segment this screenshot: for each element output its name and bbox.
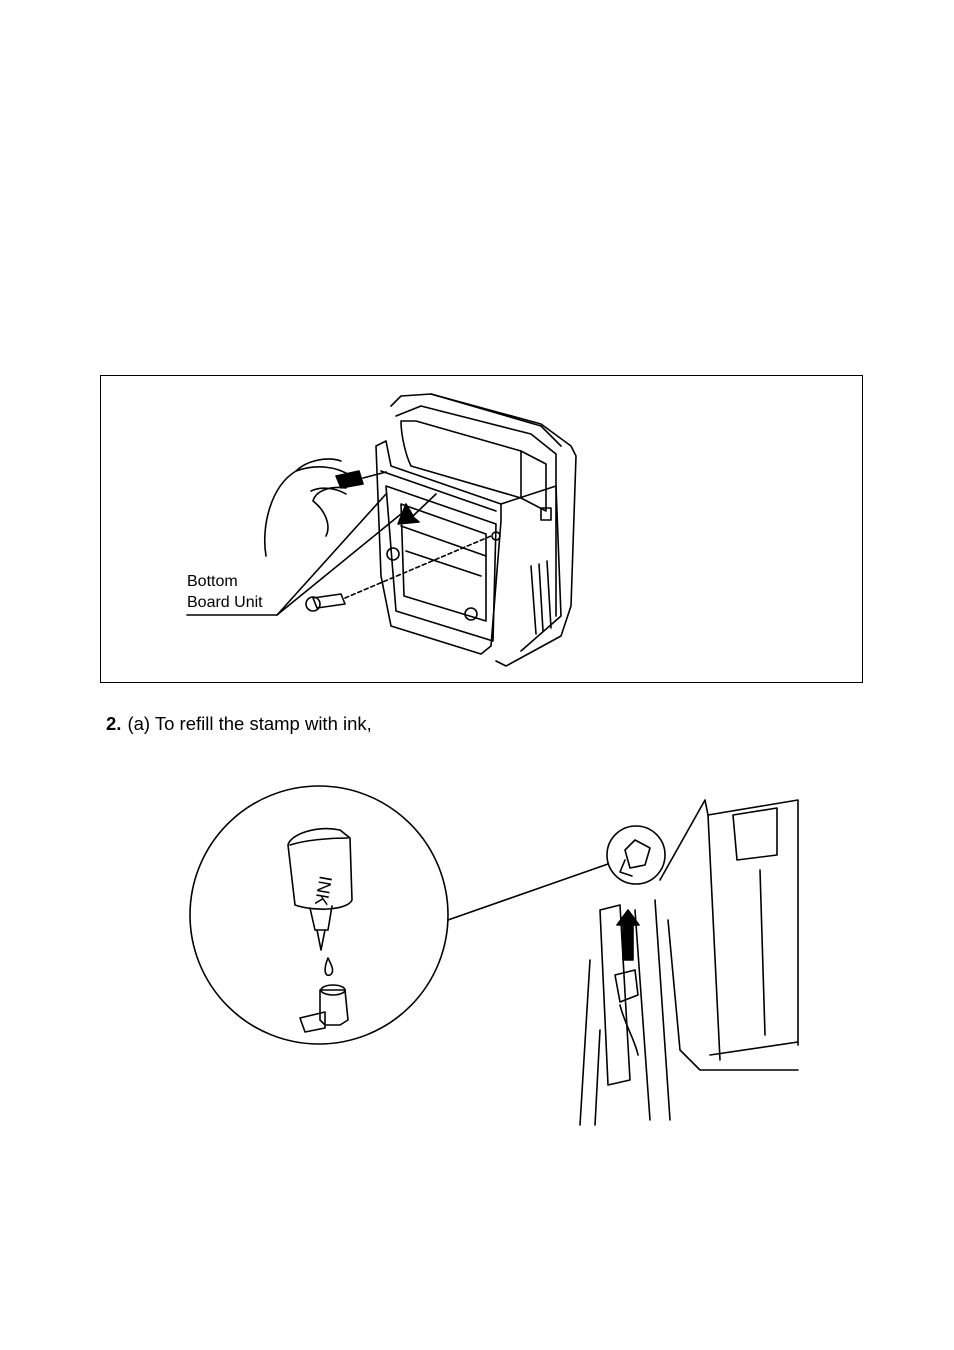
stamp-refill-illustration: INK (180, 780, 820, 1130)
step-text: (a) To refill the stamp with ink, (127, 713, 371, 734)
figure-bottom-board-removal: Bottom Board Unit (100, 375, 863, 683)
step-number: 2. (106, 713, 121, 734)
ink-bottle-label: INK (311, 874, 336, 907)
bottom-label: Bottom (187, 572, 238, 592)
step-2-instruction: 2. (a) To refill the stamp with ink, (106, 713, 372, 735)
figure-stamp-refill: INK (180, 780, 820, 1130)
board-unit-label: Board Unit (187, 593, 263, 613)
bottom-board-illustration (101, 376, 864, 684)
